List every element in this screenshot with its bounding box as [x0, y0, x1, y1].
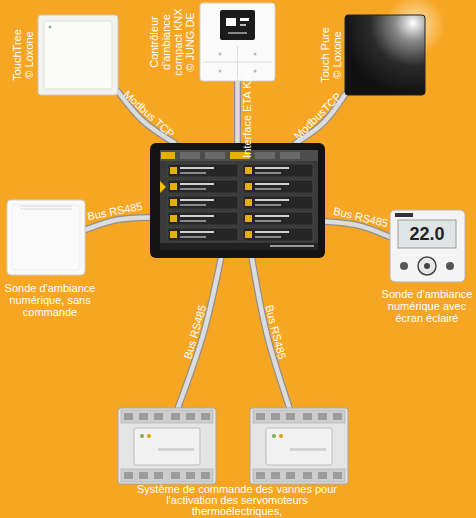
- bus-cable: [235, 81, 240, 143]
- display-symbol: [240, 24, 246, 26]
- device-node: [118, 408, 216, 484]
- touchtree-led: [49, 26, 52, 29]
- vent-slit: [20, 209, 72, 210]
- connection-label: Modbus TCP: [121, 88, 176, 140]
- connection-label: Bus RS485: [86, 200, 143, 222]
- device-label: Sonde d'ambiance numérique, sans command…: [4, 282, 96, 318]
- bus-cable: [178, 258, 221, 408]
- screen-statusbar: [160, 243, 318, 250]
- screen-tab: [180, 152, 200, 159]
- device-node: Touch Pure © Loxone: [345, 15, 425, 95]
- button-mark: [219, 70, 222, 73]
- connection-label: Interface ETA KNX: [240, 66, 252, 158]
- screen-tab: [280, 152, 300, 159]
- connection-label: Bus RS485: [181, 303, 208, 360]
- screen-logo: [161, 152, 175, 159]
- touchtree-face: [44, 21, 112, 89]
- bus-cable: [252, 258, 290, 408]
- sensor-logo: [395, 213, 413, 217]
- cable: [252, 258, 290, 408]
- connection-label: ModbusTCP: [292, 90, 344, 141]
- cable-outline: [178, 258, 221, 408]
- touchtree-device: [38, 15, 118, 95]
- screen-row: [168, 164, 238, 177]
- knx-controller: [200, 3, 275, 81]
- controller-frame: [150, 143, 325, 258]
- control-wheel-center: [424, 263, 430, 269]
- device-node: Contrôleur d'ambiance compact KNX © JUNG…: [200, 3, 275, 81]
- vent-slit: [20, 206, 72, 207]
- device-label: Contrôleur d'ambiance compact KNX © JUNG…: [148, 6, 196, 78]
- controller-screen: [160, 150, 318, 250]
- touch-pure-device: [345, 15, 425, 95]
- display-symbol: [226, 18, 236, 26]
- screen-row: [243, 196, 313, 209]
- display-reading: 22.0: [398, 220, 456, 248]
- connection-label: Bus RS485: [263, 303, 288, 360]
- valve-module: [250, 408, 348, 484]
- screen-topbar: [160, 150, 318, 161]
- device-node: [150, 143, 325, 258]
- screen-row: [243, 180, 313, 193]
- control-wheel: [418, 257, 436, 275]
- screen-arrow: [160, 181, 166, 193]
- device-label: TouchTree © Loxone: [11, 24, 35, 86]
- screen-row: [243, 228, 313, 241]
- screen-tab: [205, 152, 225, 159]
- sensor-button: [400, 262, 408, 270]
- screen-row: [243, 164, 313, 177]
- cable: [178, 258, 221, 408]
- screen-row: [168, 180, 238, 193]
- screen-line: [270, 245, 314, 247]
- button-mark: [254, 53, 257, 56]
- lcd-display: [398, 220, 456, 248]
- device-node: Sonde d'ambiance numérique, sans command…: [7, 200, 85, 275]
- valve-module: [118, 408, 216, 484]
- device-node: [250, 408, 348, 484]
- sensor-device: [390, 210, 465, 282]
- device-node: 22.0Sonde d'ambiance numérique avec écra…: [390, 210, 465, 282]
- button-divider: [203, 62, 272, 63]
- cable-outline: [252, 258, 290, 408]
- device-node: TouchTree © Loxone: [38, 15, 118, 95]
- connection-label: Bus RS485: [332, 204, 389, 229]
- knx-display: [220, 10, 255, 40]
- device-label: Sonde d'ambiance numérique avec écran éc…: [381, 288, 473, 324]
- sensor-button: [446, 262, 454, 270]
- screen-row: [168, 196, 238, 209]
- sensor-device: [7, 200, 85, 275]
- screen-tab: [255, 152, 275, 159]
- cable: [237, 81, 238, 143]
- button-mark: [219, 53, 222, 56]
- device-label: Touch Pure © Loxone: [319, 24, 343, 86]
- screen-row: [243, 212, 313, 225]
- cable-outline: [234, 81, 241, 143]
- display-symbol: [240, 18, 249, 21]
- device-caption: Système de commande des vannes pour l'ac…: [134, 484, 340, 517]
- sensor-face: [12, 205, 80, 270]
- display-symbol: [228, 32, 247, 34]
- screen-row: [168, 212, 238, 225]
- screen-row: [168, 228, 238, 241]
- button-mark: [254, 70, 257, 73]
